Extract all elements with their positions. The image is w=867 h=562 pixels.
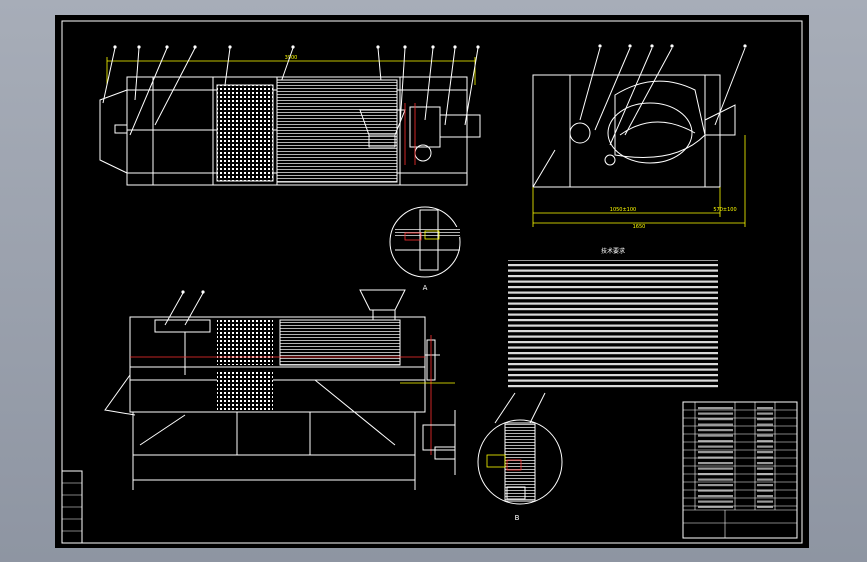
detail-b: B — [477, 392, 563, 522]
top-length-dim: 3900 — [285, 55, 298, 61]
detail-a-label: A — [423, 284, 428, 292]
front-view — [104, 289, 456, 490]
detail-b-label: B — [515, 514, 520, 522]
detail-a: A — [389, 206, 461, 292]
end-view: 1050±100 570±100 1650 — [532, 44, 747, 230]
tech-req-title: 技术要求 — [601, 247, 625, 255]
technical-requirements: 技术要求 — [508, 247, 718, 390]
drawing-border — [61, 20, 803, 544]
end-width-dim: 1050±100 — [610, 207, 636, 213]
title-block — [682, 401, 798, 539]
end-total-dim: 1650 — [633, 224, 646, 230]
tech-req-text-block — [508, 260, 718, 390]
end-offset-dim: 570±100 — [713, 207, 736, 213]
revision-table — [61, 470, 83, 544]
cad-drawing: 3900 — [61, 20, 803, 544]
drawing-sheet: 3900 — [55, 15, 809, 548]
top-view: 3900 — [99, 45, 481, 186]
